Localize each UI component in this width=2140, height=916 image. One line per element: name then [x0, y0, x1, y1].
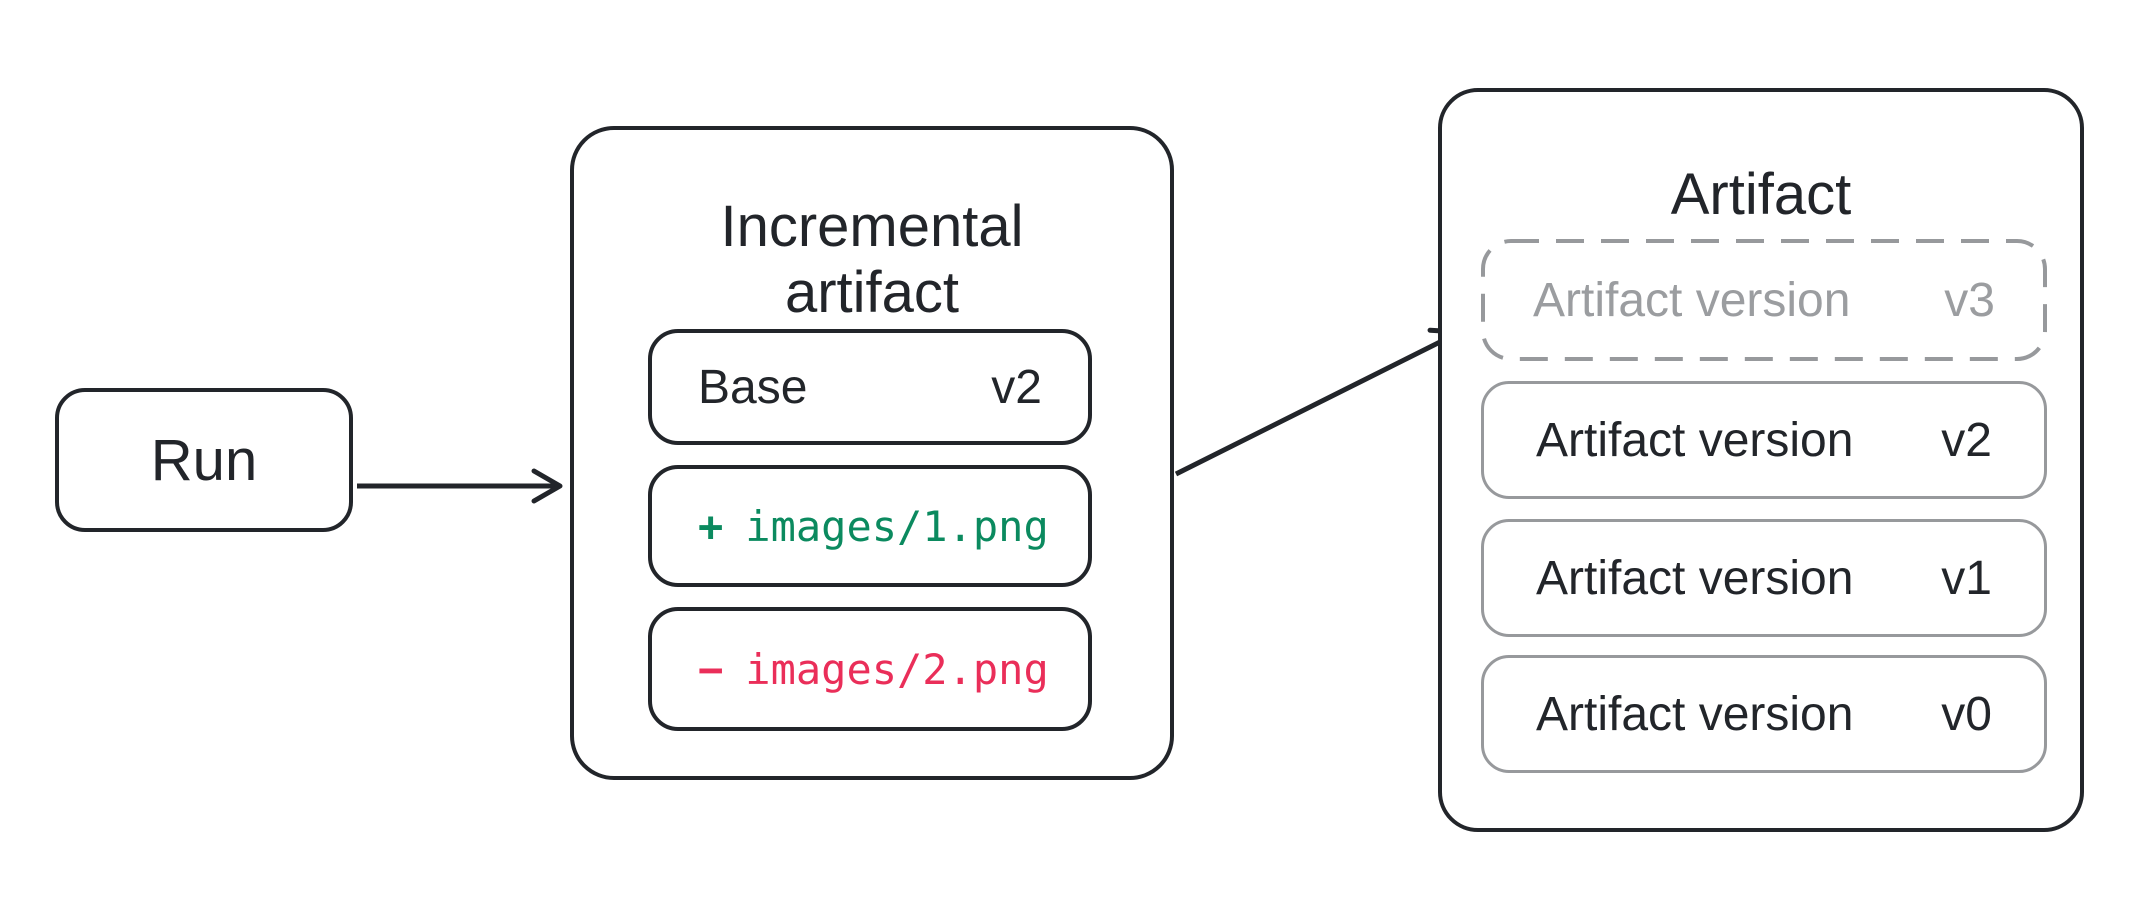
incremental-to-artifact-arrow [1174, 327, 1463, 477]
incremental-artifact-title-line2: artifact [784, 260, 960, 325]
run-node: Run [55, 388, 353, 532]
version-label: Artifact version [1536, 551, 1854, 605]
version-badge: v1 [1941, 551, 1992, 605]
removed-file-path: images/2.png [745, 644, 1049, 694]
dashed-outline [1481, 239, 2047, 361]
incremental-artifact-title: Incremental artifact [574, 194, 1170, 326]
plus-icon: + [698, 501, 724, 551]
version-badge: v2 [1941, 413, 1992, 467]
base-version-badge: v2 [991, 360, 1042, 414]
version-badge: v0 [1941, 687, 1992, 741]
run-label: Run [150, 427, 258, 493]
version-label: Artifact version [1536, 413, 1854, 467]
pending-version-badge: v3 [1944, 273, 1995, 327]
pending-version-label: Artifact version [1533, 273, 1851, 327]
incremental-artifact-node: Incremental artifact Base v2 + images/1.… [570, 126, 1174, 780]
base-version-box: Base v2 [648, 329, 1092, 445]
artifact-version-row: Artifact version v0 [1481, 655, 2047, 773]
added-file-path: images/1.png [745, 501, 1049, 551]
artifact-node: Artifact Artifact version v3 Artifact ve… [1438, 88, 2084, 832]
incremental-artifact-title-line1: Incremental [720, 194, 1024, 259]
added-file-box: + images/1.png [648, 465, 1092, 587]
artifact-version-row: Artifact version v1 [1481, 519, 2047, 637]
base-label: Base [698, 360, 808, 414]
artifact-title: Artifact [1670, 162, 1852, 227]
artifact-version-row-pending: Artifact version v3 [1481, 239, 2047, 361]
version-label: Artifact version [1536, 687, 1854, 741]
minus-icon: − [698, 644, 724, 694]
artifact-version-row: Artifact version v2 [1481, 381, 2047, 499]
removed-file-box: − images/2.png [648, 607, 1092, 731]
